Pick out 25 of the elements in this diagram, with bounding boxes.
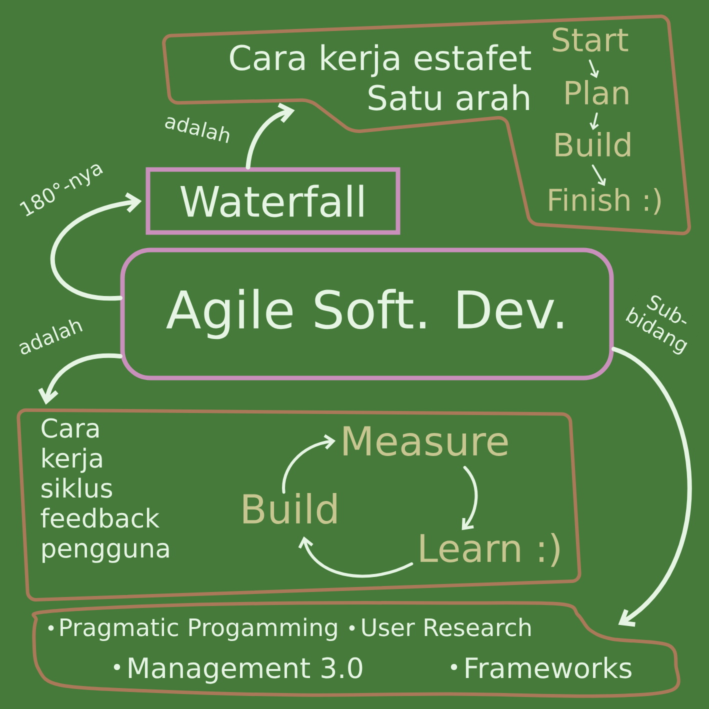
arrow	[246, 102, 295, 170]
step-label: Finish :)	[549, 188, 661, 215]
node-label: Management 3.0	[128, 657, 362, 684]
node-label: User Research	[362, 618, 531, 636]
edge-label: adalah	[162, 111, 234, 145]
arrow	[462, 466, 478, 530]
arrow	[592, 164, 606, 186]
arrow	[612, 346, 692, 627]
cycle-label: Measure	[344, 426, 508, 456]
node-label: Frameworks	[466, 656, 632, 678]
arrow	[38, 353, 122, 405]
node-label: Pragmatic Progamming	[60, 618, 337, 641]
arrow	[588, 60, 600, 78]
list-box: Pragmatic Progamming User Research Management 3.0 Frameworks	[32, 601, 680, 698]
step-label: Start	[552, 28, 628, 52]
step-label: Build	[556, 132, 630, 157]
arrow	[50, 192, 142, 300]
rounded-box: Agile Soft. Dev.	[120, 248, 614, 380]
label-box: Waterfall	[146, 167, 400, 235]
arrow	[298, 536, 414, 578]
arrow	[590, 112, 599, 130]
cycle-label: Build	[244, 493, 336, 524]
step-label: Plan	[566, 80, 628, 105]
arrow	[282, 434, 336, 494]
cycle-label: Learn :)	[420, 533, 560, 567]
